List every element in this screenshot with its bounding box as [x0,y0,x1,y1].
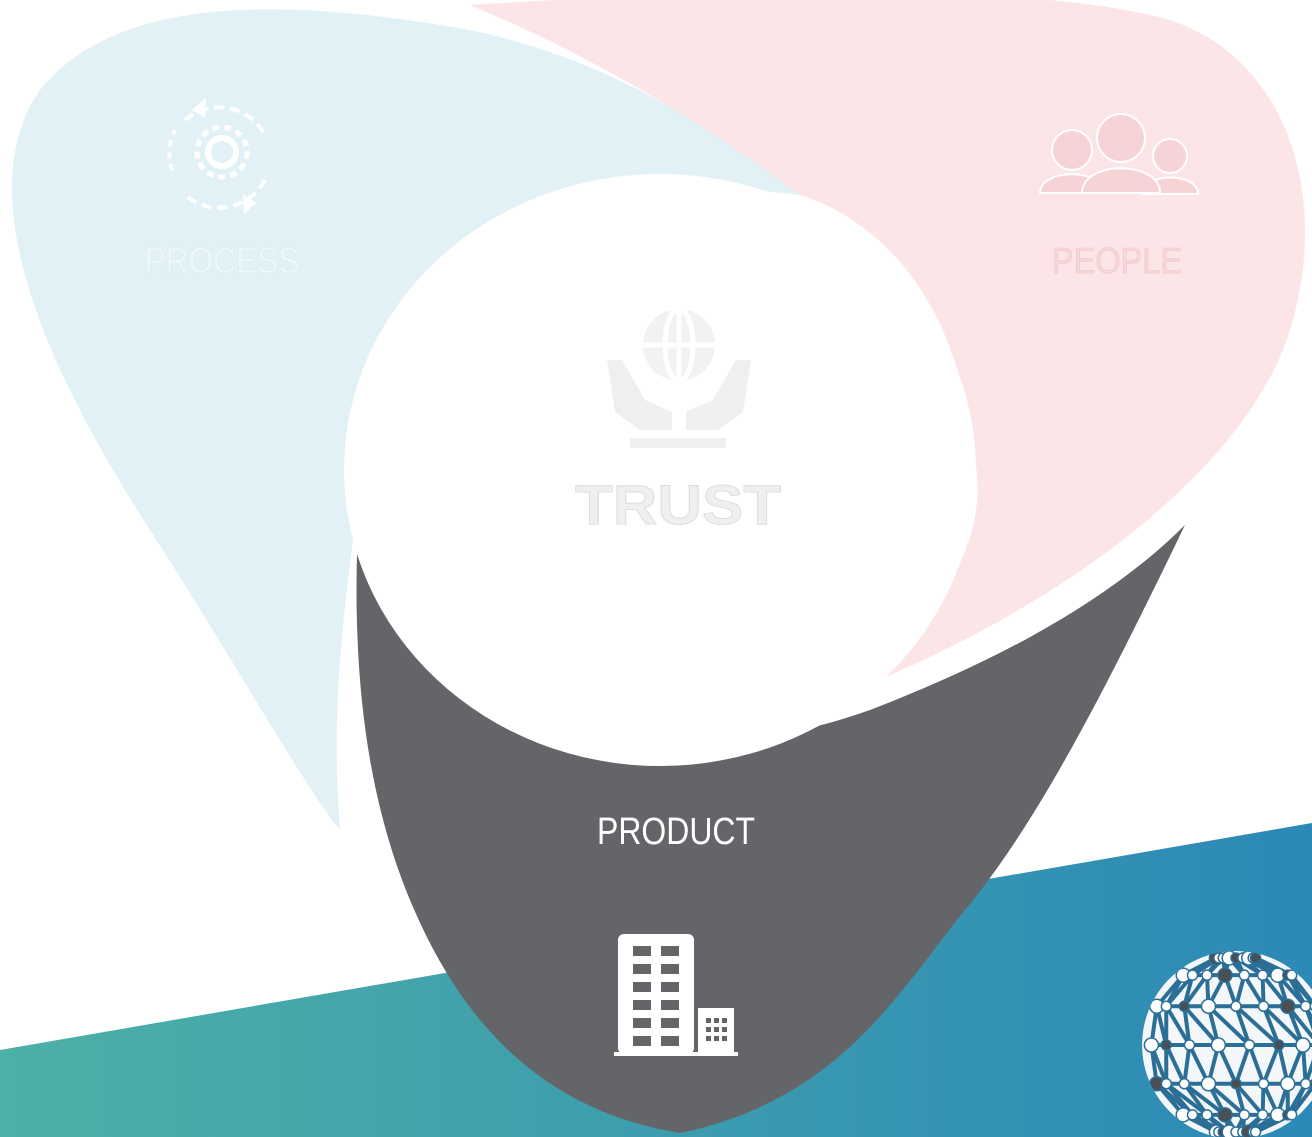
globe-link [1183,1082,1227,1117]
globe-link [1207,1082,1246,1117]
globe-link [1242,974,1266,1008]
process-label: PROCESS [145,240,300,281]
globe-node [1183,1039,1196,1051]
office-building-icon [614,934,738,1056]
globe-node [1256,969,1269,981]
product-segment [356,490,1185,1133]
globe-node [1272,1039,1285,1051]
globe-node [1201,1109,1213,1121]
globe-link [1164,1044,1187,1085]
globe-node [1309,1000,1312,1013]
globe-link [1234,1004,1281,1047]
globe-link [1290,973,1312,1008]
globe-node [1285,969,1298,981]
people-label: PEOPLE [1052,240,1182,281]
globe-node [1238,969,1251,981]
globe-link [1262,1004,1305,1047]
globe-link [1261,1005,1281,1046]
globe-node [1257,1077,1270,1090]
globe-link [1286,1004,1312,1047]
globe-node [1200,998,1217,1015]
globe-link [1164,1005,1192,1047]
globe-node [1160,1000,1173,1013]
globe-node [1230,1077,1242,1090]
globe-node [1309,1077,1312,1090]
globe-link [1182,1004,1220,1047]
globe-node [1279,1075,1296,1092]
globe-link [1207,1004,1251,1047]
globe-node [1238,1109,1251,1121]
process-segment [11,9,800,831]
globe-node [1200,1075,1217,1092]
globe-node [1160,1039,1172,1051]
globe-link [1303,1005,1312,1046]
globe-in-hands-icon [607,306,751,448]
globe-link [1234,1044,1252,1085]
people-group-icon [1038,113,1200,195]
globe-node [1299,1077,1312,1090]
globe-link [1182,1044,1192,1085]
globe-node [1186,1109,1199,1121]
product-label: PRODUCT [597,811,755,853]
globe-node [1178,1077,1191,1090]
globe-node [1295,1037,1311,1053]
globe-node [1299,1000,1312,1013]
globe-node [1217,1107,1233,1123]
globe-node [1143,1037,1160,1053]
globe-node [1256,1109,1269,1121]
globe-link [1234,1005,1252,1046]
globe-node [1279,998,1296,1015]
globe-node [1160,1077,1173,1090]
globe-node [1285,1109,1298,1121]
globe-node [1249,1126,1262,1137]
globe-node [1243,1039,1256,1051]
globe-node [1249,952,1262,964]
globe-link [1261,1044,1281,1085]
globe-link [1165,1082,1209,1117]
globe-node [1210,1037,1227,1053]
center-circle [344,174,976,766]
globe-link [1247,1044,1266,1085]
globe-link [1234,1082,1265,1117]
globe-node [1257,1000,1270,1013]
globe-link [1182,974,1209,1008]
globe-node [1186,969,1199,981]
globe-link [1303,1044,1312,1085]
globe-node [1217,967,1233,983]
globe-link [1182,1005,1192,1046]
globe-node [1230,1000,1242,1013]
network-globe-icon [1142,951,1312,1137]
globe-node [1201,969,1213,981]
gear-cycle-icon [167,98,267,214]
trust-label: TRUST [575,473,781,536]
globe-node [1178,1000,1191,1013]
globe-link [1290,1082,1312,1117]
